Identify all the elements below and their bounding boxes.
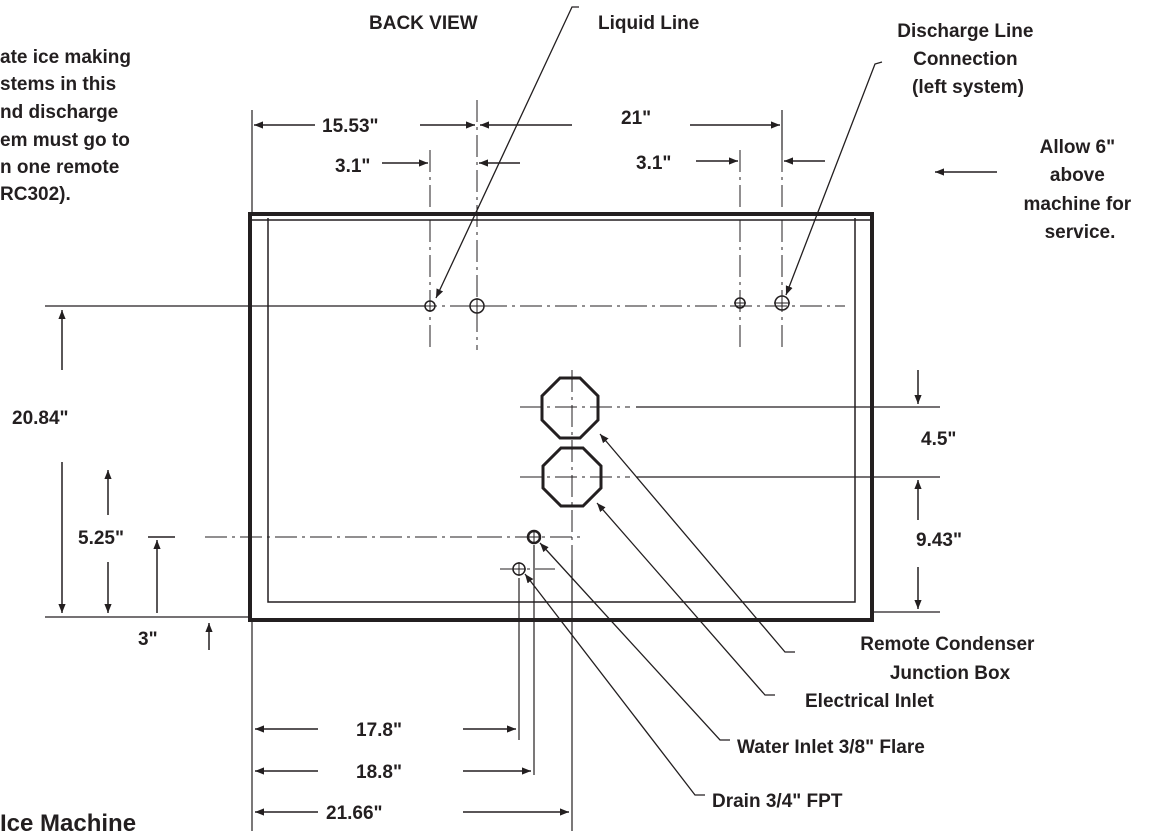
remote-condenser-leader [599, 433, 795, 653]
note-left-line-2: stems in this [0, 74, 116, 95]
note-left-line-1: ate ice making [0, 47, 131, 68]
water-inlet-leader [539, 542, 730, 741]
drain-leader [524, 573, 705, 796]
dim-4-5-label: 4.5" [921, 429, 956, 450]
drain-label: Drain 3/4" FPT [712, 791, 843, 812]
discharge-right-connection [774, 295, 790, 311]
dim-21-66-label: 21.66" [326, 803, 383, 824]
note-right: Allow 6" above machine for service. [1024, 137, 1137, 243]
dim-3-1-right-label: 3.1" [636, 153, 671, 174]
note-right-line-3: machine for [1024, 194, 1132, 215]
dim-18-8-label: 18.8" [356, 762, 402, 783]
note-right-line-4: service. [1045, 222, 1116, 243]
dim-5-25-label: 5.25" [78, 528, 124, 549]
note-right-line-1: Allow 6" [1040, 137, 1116, 158]
view-title: BACK VIEW [369, 13, 478, 34]
remote-condenser-label-line-1: Remote Condenser [860, 634, 1035, 655]
note-right-line-2: above [1050, 165, 1105, 186]
remote-condenser-label-line-2: Junction Box [890, 663, 1011, 684]
note-left-line-3: nd discharge [0, 102, 118, 123]
water-inlet-label: Water Inlet 3/8" Flare [737, 737, 925, 758]
dim-20-84-label: 20.84" [12, 408, 69, 429]
dim-3-label: 3" [138, 629, 158, 650]
electrical-inlet-leader [596, 502, 775, 696]
dim-15-53-label: 15.53" [322, 116, 379, 137]
inner-panel-outline [267, 218, 856, 603]
electrical-inlet-label: Electrical Inlet [805, 691, 935, 712]
electrical-inlet-box [541, 446, 603, 508]
note-left: ate ice making stems in this nd discharg… [0, 47, 136, 205]
dim-17-8-label: 17.8" [356, 720, 402, 741]
liquid-line-label: Liquid Line [598, 13, 699, 34]
discharge-label-line-2: Connection [913, 49, 1018, 70]
machine-outline [248, 212, 874, 622]
dim-21-label: 21" [621, 108, 651, 129]
dim-9-43-label: 9.43" [916, 530, 962, 551]
note-left-line-4: em must go to [0, 130, 130, 151]
dim-3-1-left-label: 3.1" [335, 156, 370, 177]
liquid-line-left-connection [424, 300, 436, 312]
remote-condenser-junction-box [540, 376, 600, 440]
liquid-line-right-connection [734, 297, 746, 309]
discharge-left-connection [469, 298, 485, 314]
footer-fragment: Ice Machine [0, 810, 136, 831]
discharge-label: Discharge Line Connection (left system) [897, 21, 1039, 98]
discharge-label-line-3: (left system) [912, 77, 1024, 98]
note-left-line-5: n one remote [0, 157, 119, 178]
liquid-line-leader [435, 6, 579, 299]
remote-condenser-label: Remote Condenser Junction Box [860, 634, 1039, 684]
discharge-label-line-1: Discharge Line [897, 21, 1033, 42]
note-left-line-6: RC302). [0, 184, 71, 205]
discharge-leader [785, 61, 883, 296]
